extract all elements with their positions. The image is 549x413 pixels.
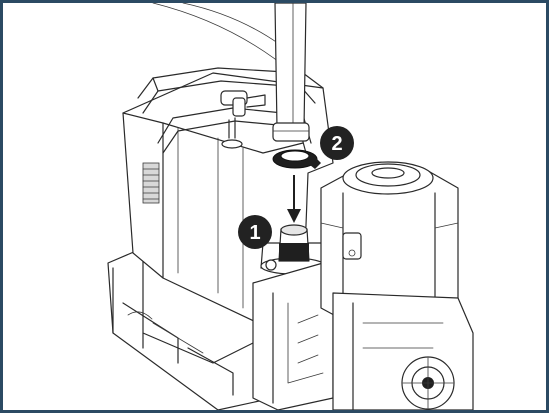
top-fittings xyxy=(220,90,266,149)
hose-clamp xyxy=(272,149,321,169)
callout-2-label: 2 xyxy=(331,133,342,155)
insertion-arrow xyxy=(287,175,301,223)
callout-1: 1 xyxy=(238,215,272,249)
callout-1-label: 1 xyxy=(249,222,260,244)
vent-grille xyxy=(142,162,160,204)
hose xyxy=(272,3,310,142)
base-frame xyxy=(107,247,274,410)
callout-2: 2 xyxy=(320,126,354,160)
gearbox xyxy=(332,292,474,410)
inlet-nozzle xyxy=(260,224,326,275)
motor xyxy=(320,161,459,329)
assembly-illustration: 1 2 xyxy=(107,3,474,410)
